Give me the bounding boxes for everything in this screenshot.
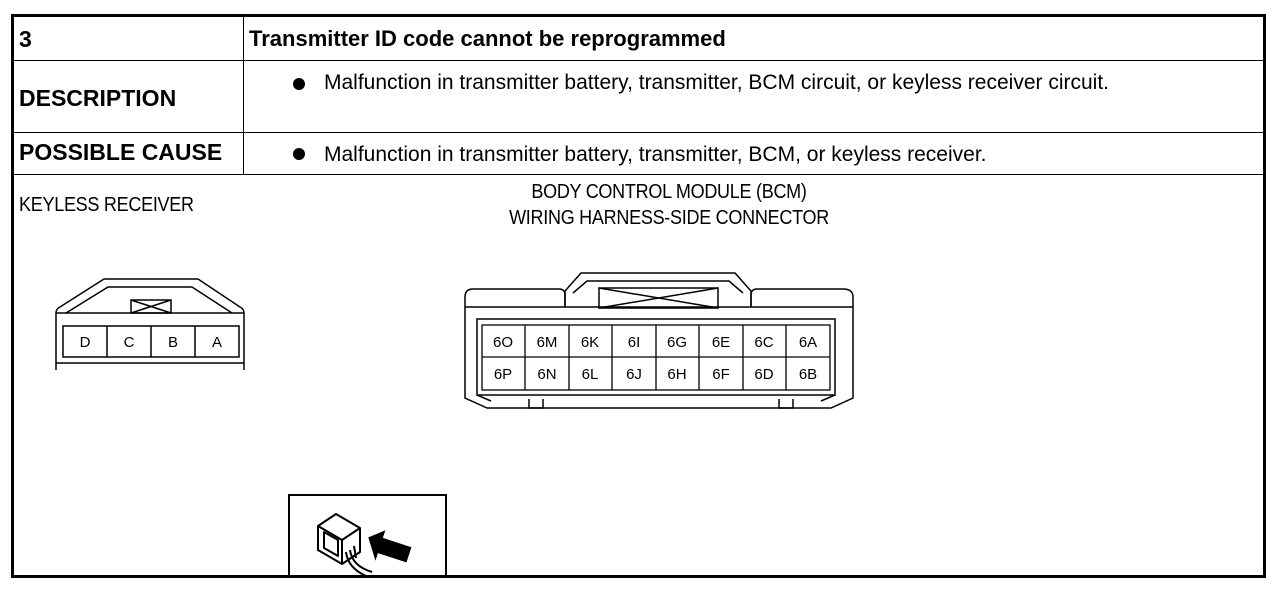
bcm-pin-label: 6M xyxy=(537,334,558,351)
bcm-pin-label: 6J xyxy=(626,366,642,383)
keyless-pin-label: D xyxy=(80,334,91,351)
keyless-pin-label: B xyxy=(168,334,178,351)
problem-title: Transmitter ID code cannot be reprogramm… xyxy=(249,26,726,51)
description-label: DESCRIPTION xyxy=(19,85,177,111)
bcm-pin-label: 6B xyxy=(799,366,817,383)
item-number: 3 xyxy=(19,26,32,52)
keyless-receiver-connector: D C B A xyxy=(55,278,245,370)
bcm-label-line1: BODY CONTROL MODULE (BCM) xyxy=(531,181,807,203)
bcm-pin-label: 6E xyxy=(712,334,730,351)
bcm-pin-label: 6I xyxy=(628,334,641,351)
bcm-pin-label: 6A xyxy=(799,334,817,351)
possible-cause-text: Malfunction in transmitter battery, tran… xyxy=(324,143,987,166)
keyless-pin-label: C xyxy=(124,334,135,351)
possible-cause-label: POSSIBLE CAUSE xyxy=(19,139,223,165)
bcm-pin-label: 6F xyxy=(712,366,730,383)
description-label-cell: DESCRIPTION xyxy=(14,61,244,132)
cause-cell: Malfunction in transmitter battery, tran… xyxy=(244,133,1263,174)
bcm-pin-label: 6G xyxy=(667,334,687,351)
bullet-icon xyxy=(293,148,305,160)
table-row-possible-cause: POSSIBLE CAUSE Malfunction in transmitte… xyxy=(14,133,1263,175)
bcm-pin-label: 6N xyxy=(537,366,556,383)
keyless-pin-label: A xyxy=(212,334,222,351)
number-cell: 3 xyxy=(14,17,244,60)
bcm-pin-label: 6H xyxy=(667,366,686,383)
keyless-receiver-label: KEYLESS RECEIVER xyxy=(19,194,194,216)
bcm-connector: 6O 6M 6K 6I 6G 6E 6C 6A 6P 6N 6L 6J 6H 6… xyxy=(464,272,854,409)
bcm-label-line2: WIRING HARNESS-SIDE CONNECTOR xyxy=(509,207,829,229)
troubleshooting-table: 3 Transmitter ID code cannot be reprogra… xyxy=(11,14,1266,578)
harness-side-probe-icon xyxy=(288,494,447,577)
description-text: Malfunction in transmitter battery, tran… xyxy=(324,71,1109,94)
cause-label-cell: POSSIBLE CAUSE xyxy=(14,133,244,174)
table-row-description: DESCRIPTION Malfunction in transmitter b… xyxy=(14,61,1263,133)
bcm-pin-label: 6K xyxy=(581,334,599,351)
bcm-pin-label: 6D xyxy=(754,366,773,383)
bcm-pin-label: 6P xyxy=(494,366,512,383)
bcm-pin-label: 6C xyxy=(754,334,773,351)
title-cell: Transmitter ID code cannot be reprogramm… xyxy=(244,17,1263,60)
bcm-pin-label: 6O xyxy=(493,334,513,351)
table-row-title: 3 Transmitter ID code cannot be reprogra… xyxy=(14,17,1263,61)
description-cell: Malfunction in transmitter battery, tran… xyxy=(244,61,1263,132)
bcm-pin-label: 6L xyxy=(582,366,599,383)
bullet-icon xyxy=(293,78,305,90)
